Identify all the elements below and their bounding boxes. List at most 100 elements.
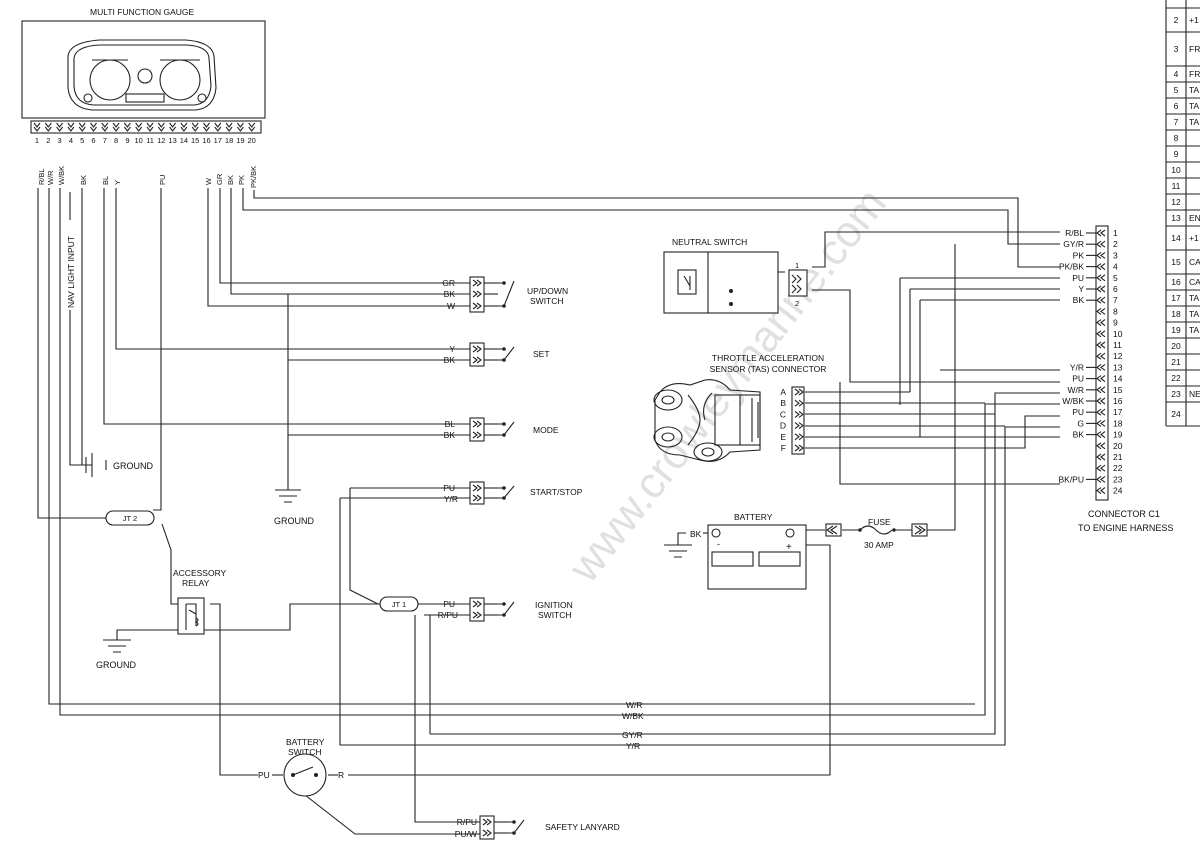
gauge-icon: [67, 39, 217, 111]
junction-label: JT 2: [123, 514, 137, 523]
gauge-wire-label: BK: [226, 175, 235, 185]
table-row-text: CA: [1189, 277, 1200, 287]
gauge-pin-icon: [56, 122, 64, 132]
wire-label: BK: [444, 430, 456, 440]
battery-switch-label: SWITCH: [288, 747, 322, 757]
ground-label: GROUND: [274, 516, 314, 526]
c1-pin-number: 20: [1113, 441, 1123, 451]
gauge-pin-icon: [157, 122, 165, 132]
gauge-pin-number: 9: [125, 136, 129, 145]
switch-label: IGNITION: [535, 600, 573, 610]
gauge-pin-icon: [123, 122, 131, 132]
gauge-wire-label: PK/BK: [249, 166, 258, 188]
switch-label: SAFETY LANYARD: [545, 822, 620, 832]
pin-glyph-icon: [794, 410, 804, 418]
battery-switch-label: BATTERY: [286, 737, 325, 747]
wire-label: PU/W: [455, 829, 477, 839]
accessory-relay: ACCESSORY RELAY: [173, 568, 227, 635]
wire-label: GY/R: [622, 730, 643, 740]
table-row-text: NE: [1189, 389, 1200, 399]
switch-contact-icon: [498, 601, 515, 616]
ground-label: GROUND: [113, 461, 153, 471]
safety-lanyard: R/PU PU/W SAFETY LANYARD: [455, 817, 620, 839]
c1-pin-number: 22: [1113, 463, 1123, 473]
c1-pin-number: 5: [1113, 273, 1118, 283]
gauge-pin-icon: [101, 122, 109, 132]
table-row-text: TA: [1189, 85, 1200, 95]
tas-pin-label: E: [780, 432, 786, 442]
pin-glyph-icon: [472, 290, 482, 298]
junction-label: JT 1: [392, 600, 406, 609]
c1-pins: 1R/BL2GY/R3PK4PK/BK5PU6Y7BK8910111213Y/R…: [1058, 228, 1122, 496]
fuse: FUSE 30 AMP: [825, 517, 928, 550]
battery-switch-out: R: [338, 770, 344, 780]
c1-wire-label: PK: [1073, 250, 1085, 260]
table-row-number: 4: [1174, 69, 1179, 79]
gauge-pin-icon: [44, 122, 52, 132]
gauge-pin-icon: [191, 122, 199, 132]
wires: [37, 188, 1060, 835]
tas-pin-label: D: [780, 421, 786, 431]
pin-glyph-icon: [1096, 475, 1106, 483]
nav-light-label: NAV LIGHT INPUT: [66, 236, 76, 308]
table-row-text: +1: [1189, 15, 1199, 25]
pin-glyph-icon: [1096, 408, 1106, 416]
c1-wire-label: PU: [1072, 407, 1084, 417]
pin-glyph-icon: [472, 431, 482, 439]
neutral-pin: 2: [795, 299, 799, 308]
pin-glyph-icon: [1096, 319, 1106, 327]
c1-pin-number: 21: [1113, 452, 1123, 462]
wire-label: W/BK: [622, 711, 644, 721]
tas-pin-label: A: [780, 387, 786, 397]
table-row-number: 5: [1174, 85, 1179, 95]
pin-glyph-icon: [794, 399, 804, 407]
set-switch: Y BK SET: [444, 344, 550, 365]
gauge-pin-icon: [78, 122, 86, 132]
c1-pin-number: 4: [1113, 262, 1118, 272]
gauge-pin-number: 6: [91, 136, 95, 145]
tas-pin-label: F: [781, 443, 786, 453]
switch-label: SWITCH: [530, 296, 564, 306]
c1-wire-label: R/BL: [1065, 228, 1084, 238]
c1-pin-number: 24: [1113, 486, 1123, 496]
table-row-number: 3: [1174, 44, 1179, 54]
table-row-number: 23: [1171, 389, 1181, 399]
switch-contact-icon: [498, 346, 515, 361]
pin-glyph-icon: [794, 444, 804, 452]
harness-wire-labels: W/R W/BK GY/R Y/R: [622, 700, 644, 751]
table-row-text: TA: [1189, 293, 1200, 303]
battery-pos: +: [786, 542, 792, 553]
fuse-title: FUSE: [868, 517, 891, 527]
c1-wire-label: Y: [1078, 284, 1084, 294]
c1-wire-label: W/BK: [1062, 396, 1084, 406]
gauge-pin-icon: [203, 122, 210, 132]
gauge-pin-number: 5: [80, 136, 84, 145]
switch-label: SET: [533, 349, 550, 359]
gauge-pin-number: 8: [114, 136, 118, 145]
gauge-pin-icon: [214, 122, 222, 132]
pin-glyph-icon: [1096, 307, 1106, 315]
pin-glyph-icon: [1096, 487, 1106, 495]
gauge-title: MULTI FUNCTION GAUGE: [90, 7, 195, 17]
c1-wire-label: PU: [1072, 374, 1084, 384]
battery: BATTERY - + BK: [664, 512, 807, 590]
pin-glyph-icon: [472, 279, 482, 287]
switch-contact-icon: [498, 280, 515, 307]
connector-c1-title: CONNECTOR C1: [1088, 509, 1160, 519]
neutral-switch: NEUTRAL SWITCH 1 2: [663, 237, 808, 314]
c1-pin-number: 19: [1113, 430, 1123, 440]
pin-glyph-icon: [472, 611, 482, 619]
c1-wire-label: Y/R: [1070, 362, 1084, 372]
switch-label: MODE: [533, 425, 559, 435]
ground-symbol-nav: GROUND: [85, 453, 153, 477]
pin-glyph-icon: [1096, 363, 1106, 371]
c1-wire-label: GY/R: [1063, 239, 1084, 249]
gauge-pin-number: 1: [35, 136, 39, 145]
pin-glyph-icon: [1096, 352, 1106, 360]
gauge-pin-icon: [248, 122, 256, 132]
table-row-text: FR: [1189, 69, 1200, 79]
pin-glyph-icon: [1096, 375, 1106, 383]
battery-title: BATTERY: [734, 512, 773, 522]
